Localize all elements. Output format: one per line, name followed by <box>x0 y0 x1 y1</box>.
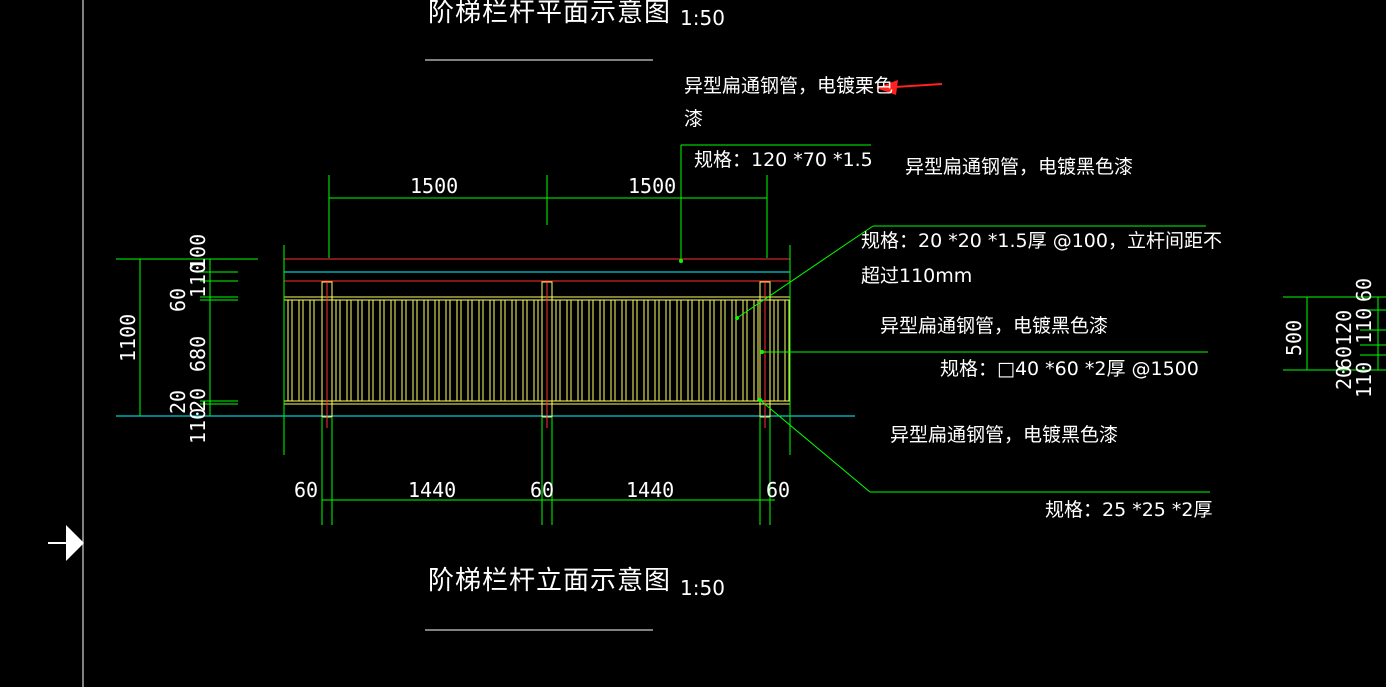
top-rail-note-line2: 漆 <box>684 108 704 130</box>
leader-dot <box>758 398 762 402</box>
leader-dot <box>760 350 764 354</box>
dim-left-overall: 1100 <box>116 313 140 362</box>
bar-spec-line1: 规格：20 *20 *1.5厚 @100，立杆间距不 <box>861 230 1222 252</box>
dim-left-part-2: 110 <box>186 261 210 298</box>
bottom-rail-spec: 规格：25 *25 *2厚 <box>1045 499 1213 521</box>
dim-top-2: 1500 <box>628 174 677 198</box>
dim-top-1: 1500 <box>410 174 459 198</box>
post-spec: 规格：□40 *60 *2厚 @1500 <box>940 358 1199 380</box>
top-rail-spec: 规格：120 *70 *1.5 <box>694 149 873 171</box>
dim-right-part-2: 110 <box>1352 307 1376 344</box>
dim-left-part-5: 680 <box>186 335 210 372</box>
dim-right-part-5: 20 <box>1332 365 1356 390</box>
post-right <box>759 281 771 428</box>
dim-left-part-7: 110 <box>186 407 210 444</box>
plan-scale: 1:50 <box>680 6 725 30</box>
bar-description: 异型扁通钢管，电镀黑色漆 <box>905 156 1134 178</box>
dim-bottom-3: 60 <box>530 478 555 502</box>
dim-right-part-3: 120 <box>1332 309 1356 346</box>
top-rail-note-line1: 异型扁通钢管，电镀栗色 <box>684 75 894 97</box>
dimension-lines <box>116 144 1386 525</box>
dim-bottom-2: 1440 <box>408 478 457 502</box>
dim-right-part-6: 110 <box>1352 361 1376 398</box>
leader-dot <box>679 259 683 263</box>
plan-title: 阶梯栏杆平面示意图 <box>428 0 672 28</box>
dim-right-overall: 500 <box>1282 319 1306 356</box>
elevation-title: 阶梯栏杆立面示意图 <box>428 566 672 596</box>
elevation-scale: 1:50 <box>680 576 725 600</box>
dim-bottom-5: 60 <box>766 478 791 502</box>
dim-left-part-4: 20 <box>166 389 190 414</box>
dim-left-part-3: 60 <box>166 287 190 312</box>
dim-bottom-1: 60 <box>294 478 319 502</box>
leader-dot <box>735 316 739 320</box>
red-annotation-arrow-icon <box>876 80 943 95</box>
dim-right-part-1: 60 <box>1352 277 1376 302</box>
bar-spec-line2: 超过110mm <box>861 265 973 287</box>
railing-elevation <box>116 245 855 455</box>
post-description: 异型扁通钢管，电镀黑色漆 <box>880 315 1109 337</box>
dim-bottom-4: 1440 <box>626 478 675 502</box>
arrow-marker-icon <box>48 525 84 561</box>
post-left <box>321 281 333 428</box>
bottom-rail-description: 异型扁通钢管，电镀黑色漆 <box>890 424 1119 446</box>
post-middle <box>541 281 553 428</box>
